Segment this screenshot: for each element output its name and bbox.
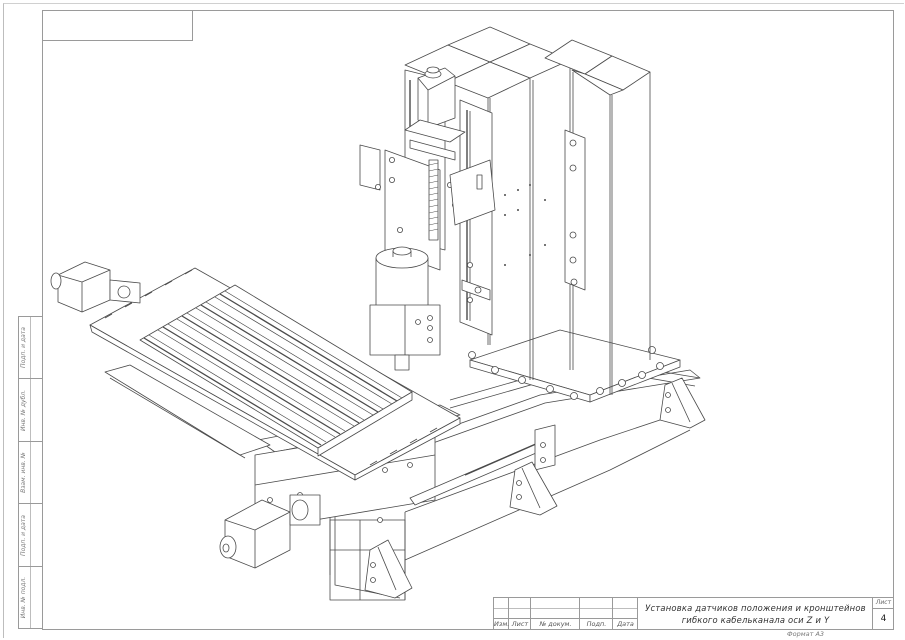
drawing-title-line-2: гибкого кабельканала оси Z и Y xyxy=(681,615,830,625)
sheet-number-cell: Лист 4 xyxy=(872,598,894,630)
y-axis-stepper-motor xyxy=(220,495,320,568)
drawing-title-line-1: Установка датчиков положения и кронштейн… xyxy=(645,603,866,613)
z-axis-stepper-motor xyxy=(405,67,465,160)
side-cell-label: Подп. и дата xyxy=(20,514,27,556)
sheet-trim-border xyxy=(3,3,904,638)
revision-col-signature: Подп. xyxy=(580,598,613,630)
side-cell-label: Инв. № дубл. xyxy=(20,389,27,431)
revision-col-doc-number: № докум. xyxy=(531,598,580,630)
spindle-motor xyxy=(370,247,440,370)
revision-grid: Изм. Лист № докум. Подп. Дата xyxy=(494,598,638,630)
sheet-number: 4 xyxy=(880,614,887,624)
z-axis-ball-screw xyxy=(429,160,438,240)
title-block: Изм. Лист № докум. Подп. Дата Установка … xyxy=(493,597,894,630)
revision-col-date: Дата xyxy=(613,598,638,630)
revision-col-sheet: Лист xyxy=(509,598,531,630)
z-position-sensor xyxy=(450,160,495,300)
revision-col-change: Изм. xyxy=(494,598,509,630)
side-cell-signature-date-2: Подп. и дата xyxy=(19,504,42,567)
column-label: Изм. xyxy=(494,620,510,628)
column-label: № докум. xyxy=(539,620,572,628)
side-cell-original-inventory: Инв. № подл. xyxy=(19,567,42,628)
paper-format-label: Формат А3 xyxy=(787,630,825,638)
column-base-plate xyxy=(469,330,681,402)
sheet-label: Лист xyxy=(873,598,894,609)
y-axis-linear-rail xyxy=(410,425,555,505)
side-cell-replacement-inventory: Взам. инв. № xyxy=(19,442,42,504)
side-cell-label: Подп. и дата xyxy=(20,327,27,368)
column-label: Дата xyxy=(617,620,634,628)
support-brackets xyxy=(365,378,705,598)
column-label: Лист xyxy=(511,620,529,628)
column-label: Подп. xyxy=(586,620,607,628)
t-slot-table xyxy=(90,268,460,480)
drawing-title: Установка датчиков положения и кронштейн… xyxy=(639,598,872,630)
top-designation-stamp xyxy=(42,10,193,41)
side-cell-label: Взам. инв. № xyxy=(20,452,27,493)
side-cell-signature-date-1: Подп. и дата xyxy=(19,317,42,379)
x-axis-stepper-motor xyxy=(51,262,140,312)
side-cell-label: Инв. № подл. xyxy=(20,576,27,619)
side-cell-duplicate-inventory: Инв. № дубл. xyxy=(19,379,42,442)
side-approval-stamp: Подп. и дата Инв. № дубл. Взам. инв. № П… xyxy=(18,316,43,629)
